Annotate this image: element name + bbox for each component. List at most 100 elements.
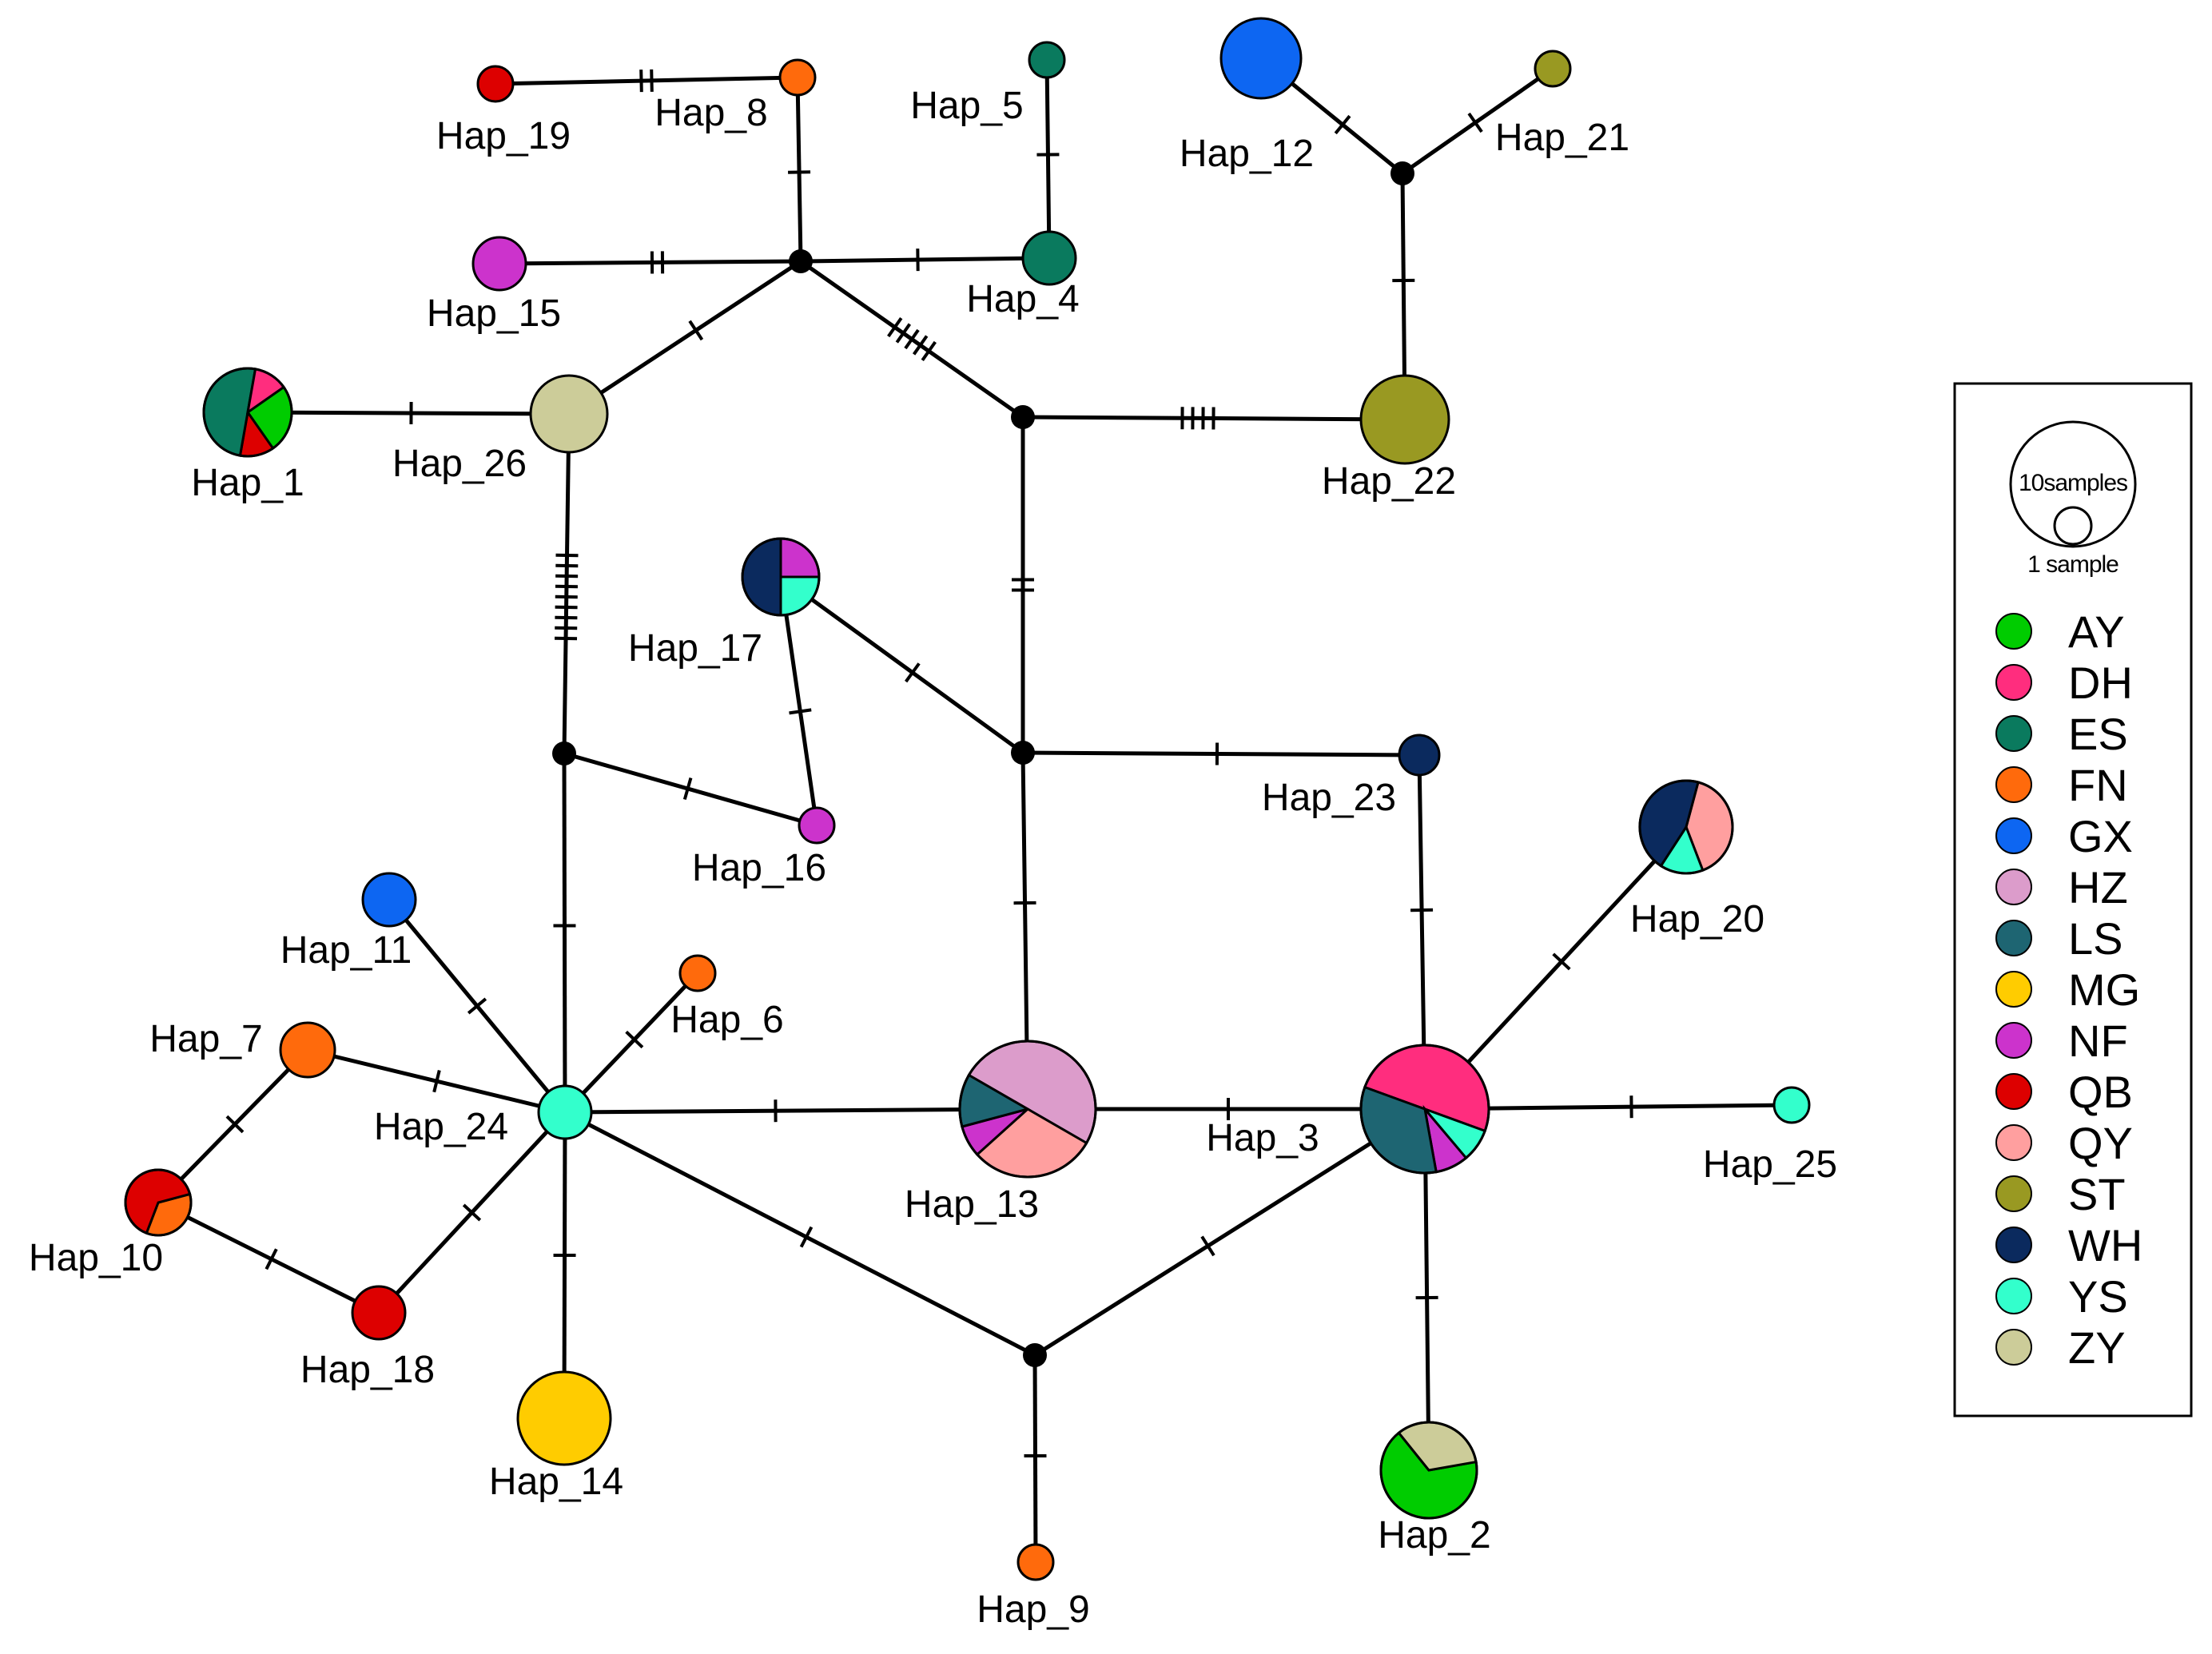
legend-frame (1953, 382, 2193, 1417)
edge-Hap_24-mv6 (563, 1110, 1036, 1358)
haplotype-label: Hap_23 (1262, 777, 1396, 819)
legend-label-qy: QY (2068, 1118, 2133, 1168)
haplotype-node-hap-15 (471, 236, 527, 292)
median-vector-node (552, 742, 576, 765)
edge-Hap_21-mv2 (1401, 66, 1554, 176)
haplotype-label: Hap_11 (280, 929, 412, 972)
legend-label-es: ES (2068, 709, 2128, 759)
pie-slice-ys (1772, 1086, 1811, 1124)
haplotype-node-hap-14 (516, 1370, 612, 1466)
haplotype-node-hap-6 (678, 954, 717, 992)
legend-label-fn: FN (2068, 760, 2128, 810)
mutation-tick (912, 335, 929, 356)
mutation-tick (265, 1248, 278, 1270)
haplotype-label: Hap_6 (670, 999, 783, 1041)
pie-slice-fn (778, 58, 817, 97)
pie-slice-st (1359, 374, 1450, 465)
pie-slice-fn (678, 954, 717, 992)
median-vector-node (1011, 741, 1035, 765)
pie-slice-fn (1016, 1543, 1055, 1581)
legend-label-gx: GX (2068, 811, 2133, 861)
edge-Hap_24-Hap_14 (562, 1111, 567, 1419)
haplotype-label: Hap_26 (392, 443, 527, 485)
legend-label-zy: ZY (2068, 1322, 2126, 1373)
haplotype-label: Hap_19 (436, 115, 571, 157)
edge-mv1-Hap_4 (800, 256, 1050, 264)
pie-outline (202, 367, 293, 458)
edge-mv5-Hap_24 (562, 753, 567, 1113)
legend-swatch-ls (1995, 920, 2032, 956)
haplotype-node-hap-19 (476, 65, 515, 103)
edge-Hap_17-Hap_16 (778, 576, 819, 826)
haplotype-label: Hap_22 (1322, 460, 1456, 503)
pie-outline (1379, 1421, 1478, 1520)
pie-outline (1359, 1044, 1490, 1175)
haplotype-node-hap-23 (1398, 734, 1441, 777)
legend-swatch-qb (1995, 1073, 2032, 1110)
haplotype-label: Hap_5 (910, 85, 1023, 127)
haplotype-node-hap-17 (741, 537, 821, 617)
pie-slice-ys (537, 1084, 593, 1140)
haplotype-node-hap-5 (1028, 41, 1066, 79)
haplotype-node-hap-4 (1021, 230, 1077, 286)
pie-slice-es (1021, 230, 1077, 286)
haplotype-label: Hap_3 (1206, 1117, 1319, 1159)
haplotype-labels: Hap_1Hap_2Hap_3Hap_4Hap_5Hap_6Hap_7Hap_8… (29, 85, 1837, 1631)
pie-slice-qb (476, 65, 515, 103)
haplotype-label: Hap_9 (977, 1588, 1089, 1631)
haplotype-node-hap-20 (1638, 779, 1734, 875)
edge-mv5-Hap_16 (563, 751, 818, 828)
edge-mv1-Hap_26 (567, 259, 802, 416)
legend-size-small-circle (2053, 506, 2093, 546)
haplotype-node-hap-12 (1219, 17, 1303, 100)
legend-label-nf: NF (2068, 1016, 2128, 1066)
pie-outline (1638, 779, 1734, 875)
haplotype-node-hap-26 (529, 374, 609, 454)
legend-label-ls: LS (2068, 913, 2123, 964)
haplotype-label: Hap_25 (1703, 1143, 1837, 1186)
haplotype-label: Hap_20 (1630, 898, 1764, 940)
legend-label-dh: DH (2068, 658, 2133, 708)
haplotype-label: Hap_8 (654, 92, 767, 134)
haplotype-node-hap-2 (1379, 1421, 1478, 1520)
pie-slice-gx (361, 872, 417, 928)
haplotype-node-hap-1 (202, 367, 293, 458)
haplotype-label: Hap_24 (374, 1106, 508, 1148)
legend-label-st: ST (2068, 1169, 2126, 1219)
haplotype-label: Hap_17 (628, 627, 762, 670)
haplotype-label: Hap_21 (1495, 117, 1629, 159)
edge-mv4-Hap_23 (1022, 750, 1420, 757)
haplotype-node-hap-3 (1359, 1044, 1490, 1175)
median-vector-node (789, 249, 813, 273)
pie-slice-wh (1398, 734, 1441, 777)
edge-Hap_26-mv5 (562, 413, 571, 754)
legend-size-small-label: 1 sample (2027, 551, 2119, 578)
haplotype-label: Hap_14 (489, 1461, 623, 1503)
mutation-tick (225, 1115, 245, 1134)
mutation-tick (895, 323, 912, 344)
haplotype-node-hap-7 (279, 1021, 336, 1079)
mutation-tick (904, 328, 920, 350)
pie-outline (741, 537, 821, 617)
edge-Hap_15-mv1 (499, 259, 802, 266)
legend-label-ys: YS (2068, 1271, 2128, 1322)
legend-swatch-dh (1995, 664, 2032, 701)
legend-swatch-hz (1995, 869, 2032, 905)
mutation-tick (639, 70, 643, 93)
haplotype-node-hap-16 (798, 806, 836, 845)
legend: 10samples 1 sample AYDHESFNGXHZLSMGNFQBQ… (1953, 382, 2193, 1417)
legend-swatch-zy (1995, 1329, 2032, 1366)
mutation-tick (905, 662, 921, 683)
mutation-tick (625, 1030, 644, 1049)
haplotype-node-hap-25 (1772, 1086, 1811, 1124)
mutation-tick (682, 777, 693, 801)
haplotype-node-hap-18 (351, 1285, 407, 1341)
haplotype-node-hap-21 (1534, 50, 1572, 88)
legend-label-ay: AY (2068, 606, 2125, 657)
pie-slice-nf (798, 806, 836, 845)
haplotype-label: Hap_13 (905, 1183, 1039, 1226)
haplotype-label: Hap_15 (427, 292, 561, 335)
haplotype-node-hap-22 (1359, 374, 1450, 465)
edge-Hap_8-mv1 (795, 77, 803, 262)
